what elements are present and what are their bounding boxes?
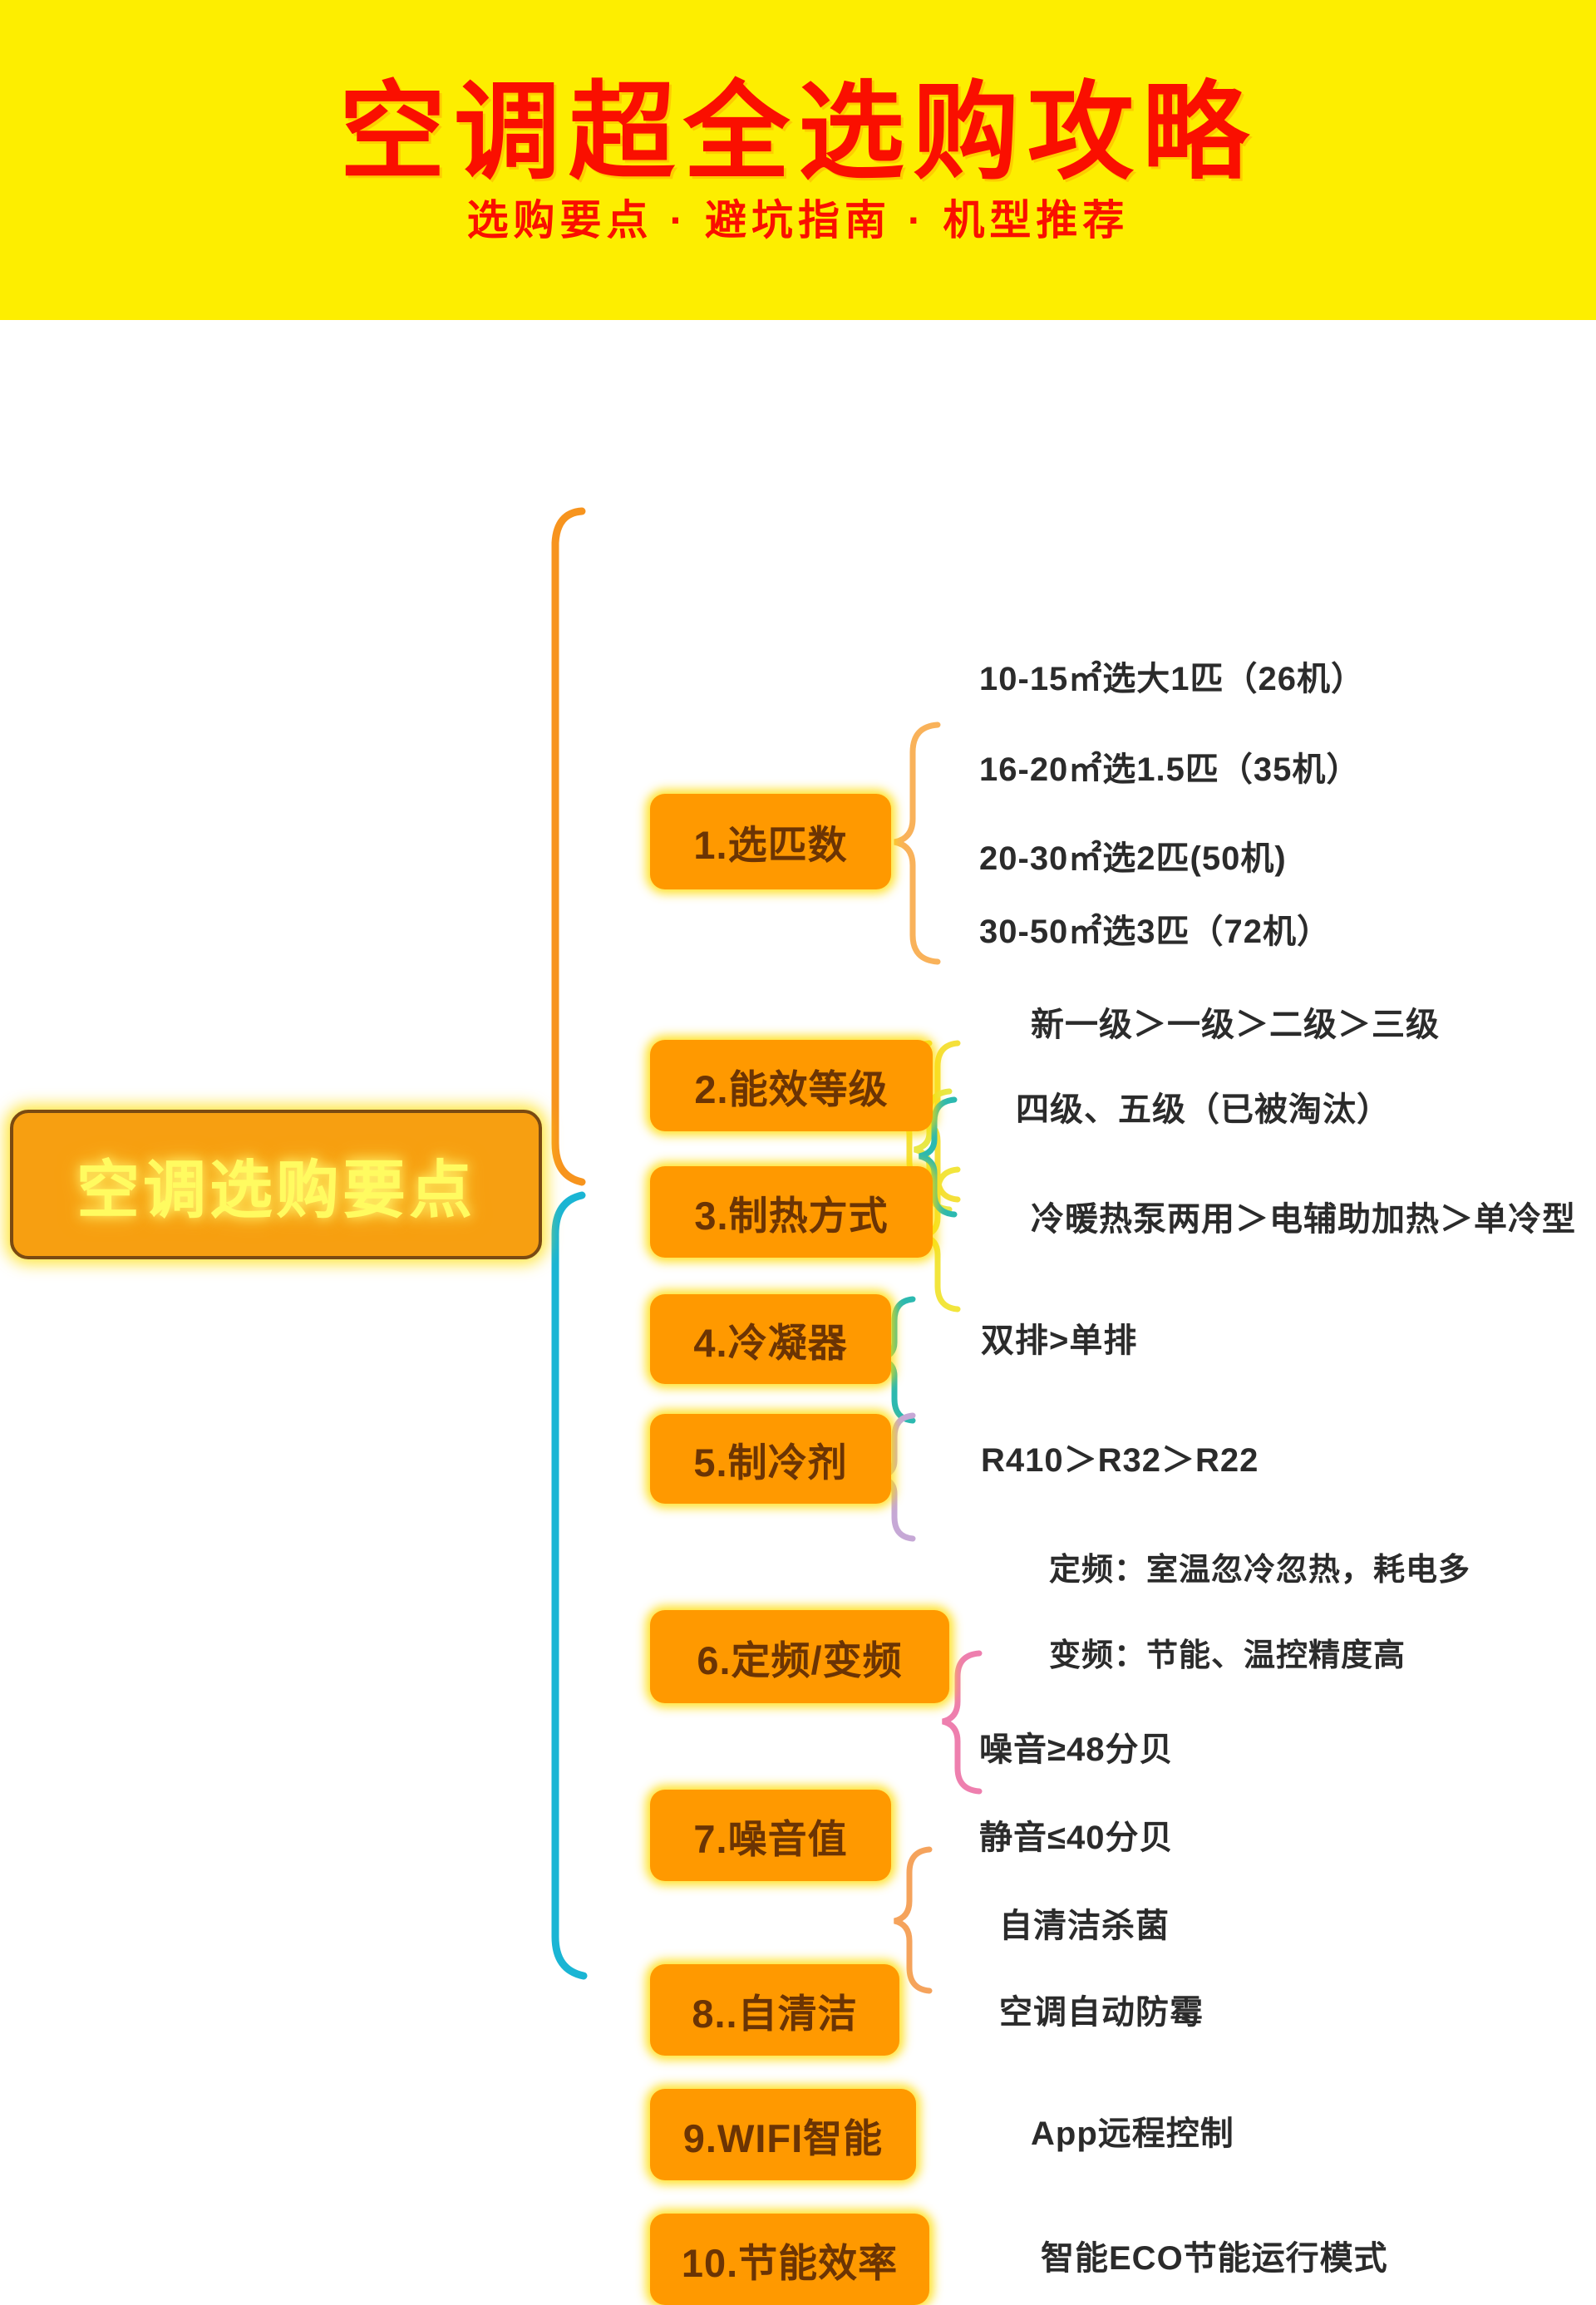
leaf-3-1: 冷暖热泵两用＞电辅助加热＞单冷型 bbox=[1031, 1201, 1576, 1238]
branch-label-4: 4.冷凝器 bbox=[693, 1320, 848, 1365]
leaf-2-2: 四级、五级（已被淘汰） bbox=[1016, 1091, 1391, 1128]
leaf-6-2: 变频：节能、温控精度高 bbox=[1049, 1638, 1406, 1673]
trunk-upper bbox=[551, 507, 586, 1186]
branch-node-2[interactable]: 2.能效等级 bbox=[650, 1040, 933, 1131]
branch-node-8[interactable]: 8..自清洁 bbox=[650, 1964, 899, 2056]
branch-label-8: 8..自清洁 bbox=[692, 1991, 858, 2036]
leaf-1-4: 30-50㎡选3匹（72机） bbox=[979, 914, 1332, 950]
leaf-1-3: 20-30㎡选2匹(50机) bbox=[979, 840, 1287, 877]
branch-label-6: 6.定频/变频 bbox=[697, 1638, 903, 1682]
leaf-5-1: R410＞R32＞R22 bbox=[981, 1442, 1259, 1479]
branch-label-7: 7.噪音值 bbox=[693, 1816, 848, 1861]
branch-label-1: 1.选匹数 bbox=[693, 823, 848, 867]
branch-node-10[interactable]: 10.节能效率 bbox=[650, 2214, 929, 2305]
leaf-9-1: App远程控制 bbox=[1031, 2115, 1234, 2152]
root-node-label: 空调选购要点 bbox=[76, 1155, 475, 1226]
branch-node-3[interactable]: 3.制热方式 bbox=[650, 1166, 933, 1258]
branch-node-1[interactable]: 1.选匹数 bbox=[650, 794, 891, 889]
leaf-2-1: 新一级＞一级＞二级＞三级 bbox=[1031, 1007, 1440, 1043]
leaf-8-2: 空调自动防霉 bbox=[999, 1994, 1204, 2031]
trunk-lower bbox=[551, 1191, 588, 1980]
branch-node-6[interactable]: 6.定频/变频 bbox=[650, 1610, 949, 1703]
root-node[interactable]: 空调选购要点 bbox=[10, 1110, 542, 1259]
brace-7 bbox=[894, 1846, 933, 1994]
branch-label-3: 3.制热方式 bbox=[694, 1193, 889, 1238]
branch-label-10: 10.节能效率 bbox=[681, 2240, 899, 2285]
branch-label-5: 5.制冷剂 bbox=[693, 1440, 848, 1485]
leaf-1-2: 16-20㎡选1.5匹（35机） bbox=[979, 751, 1361, 788]
leaf-7-2: 静音≤40分贝 bbox=[979, 1820, 1174, 1856]
page-title: 空调超全选购攻略 bbox=[338, 72, 1257, 192]
branch-label-9: 9.WIFI智能 bbox=[682, 2115, 884, 2160]
leaf-1-1: 10-15㎡选大1匹（26机） bbox=[979, 661, 1366, 697]
branch-node-4[interactable]: 4.冷凝器 bbox=[650, 1294, 891, 1384]
leaf-4-1: 双排>单排 bbox=[981, 1322, 1138, 1359]
leaf-10-1: 智能ECO节能运行模式 bbox=[1041, 2240, 1388, 2277]
leaf-6-1: 定频：室温忽冷忽热，耗电多 bbox=[1049, 1553, 1471, 1588]
mindmap-canvas: 空调选购要点 1.选匹数 10-15㎡选大1匹（26机） 16-20㎡选1.5匹… bbox=[0, 320, 1596, 2305]
leaf-7-1: 噪音≥48分贝 bbox=[979, 1731, 1174, 1768]
leaf-8-1: 自清洁杀菌 bbox=[999, 1908, 1170, 1944]
header-banner: 空调超全选购攻略 选购要点 · 避坑指南 · 机型推荐 bbox=[0, 0, 1596, 320]
branch-label-2: 2.能效等级 bbox=[694, 1066, 889, 1111]
branch-node-7[interactable]: 7.噪音值 bbox=[650, 1790, 891, 1881]
brace-1 bbox=[894, 722, 941, 965]
page-subtitle: 选购要点 · 避坑指南 · 机型推荐 bbox=[466, 196, 1130, 244]
branch-node-5[interactable]: 5.制冷剂 bbox=[650, 1414, 891, 1504]
